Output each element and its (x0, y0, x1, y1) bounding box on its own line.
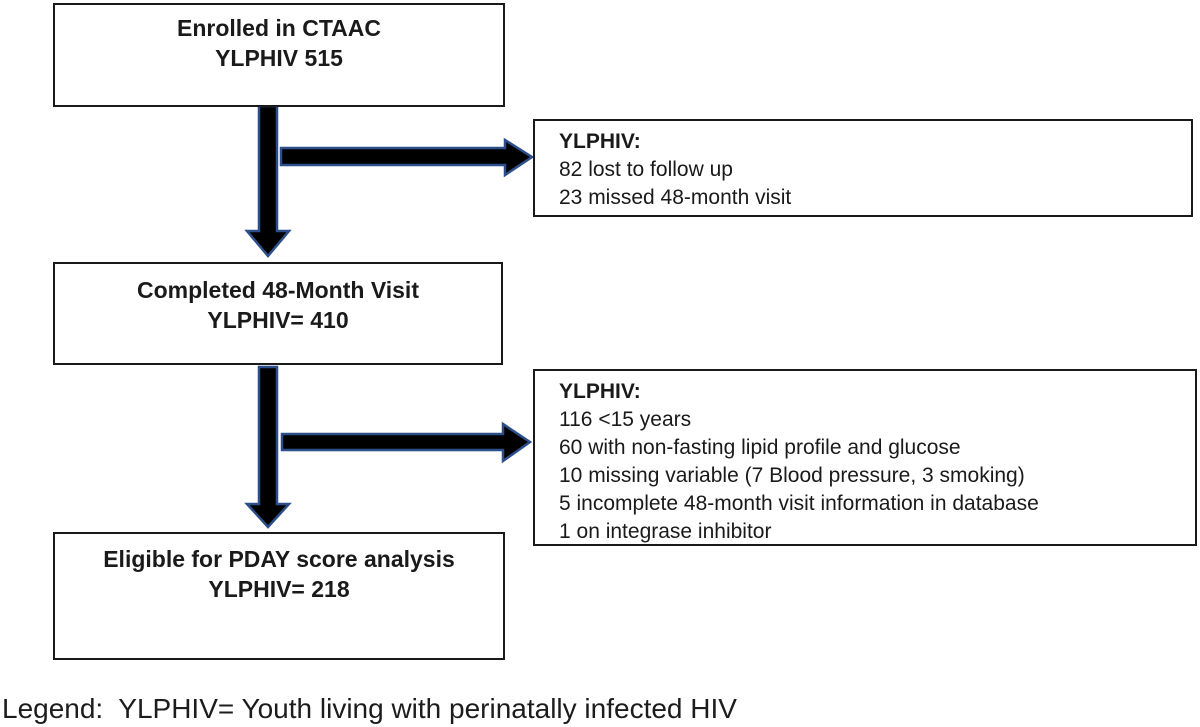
exclusion-box-1-item: 82 lost to follow up (559, 158, 733, 181)
completed-visit-box-title: Completed 48-Month Visit (137, 277, 419, 303)
enrolled-box-title: Enrolled in CTAAC (176, 15, 381, 41)
exclusion-box-2-item: 60 with non-fasting lipid profile and gl… (559, 436, 961, 459)
completed-visit-box: Completed 48-Month Visit YLPHIV= 410 (53, 262, 503, 365)
completed-visit-box-count: YLPHIV= 410 (207, 307, 349, 333)
enrolled-box-count: YLPHIV 515 (215, 45, 343, 71)
legend-text: Legend: YLPHIV= Youth living with perina… (2, 693, 737, 724)
enrolled-box: Enrolled in CTAAC YLPHIV 515 (53, 3, 505, 107)
exclusion-box-2-item: 5 incomplete 48-month visit information … (559, 492, 1039, 515)
eligible-box: Eligible for PDAY score analysis YLPHIV=… (53, 532, 505, 660)
exclusion-box-2-item: 10 missing variable (7 Blood pressure, 3… (559, 464, 1025, 487)
arrow-right-to-exclusion-1-icon (279, 137, 535, 178)
exclusion-box-2-item: 1 on integrase inhibitor (559, 520, 772, 543)
exclusion-box-1-item: 23 missed 48-month visit (559, 186, 792, 209)
eligible-box-title: Eligible for PDAY score analysis (103, 546, 455, 572)
exclusion-box-1: YLPHIV: 82 lost to follow up 23 missed 4… (533, 119, 1193, 217)
exclusion-box-2-heading: YLPHIV: (559, 380, 641, 403)
eligible-box-count: YLPHIV= 218 (208, 576, 350, 602)
exclusion-box-1-heading: YLPHIV: (559, 130, 641, 153)
arrow-down-enrolled-to-completed-icon (244, 104, 292, 258)
arrow-right-to-exclusion-2-icon (280, 421, 533, 464)
arrow-down-completed-to-eligible-icon (244, 365, 292, 529)
exclusion-box-2-item: 116 <15 years (559, 408, 692, 431)
exclusion-box-2: YLPHIV: 116 <15 years 60 with non-fastin… (533, 369, 1197, 546)
